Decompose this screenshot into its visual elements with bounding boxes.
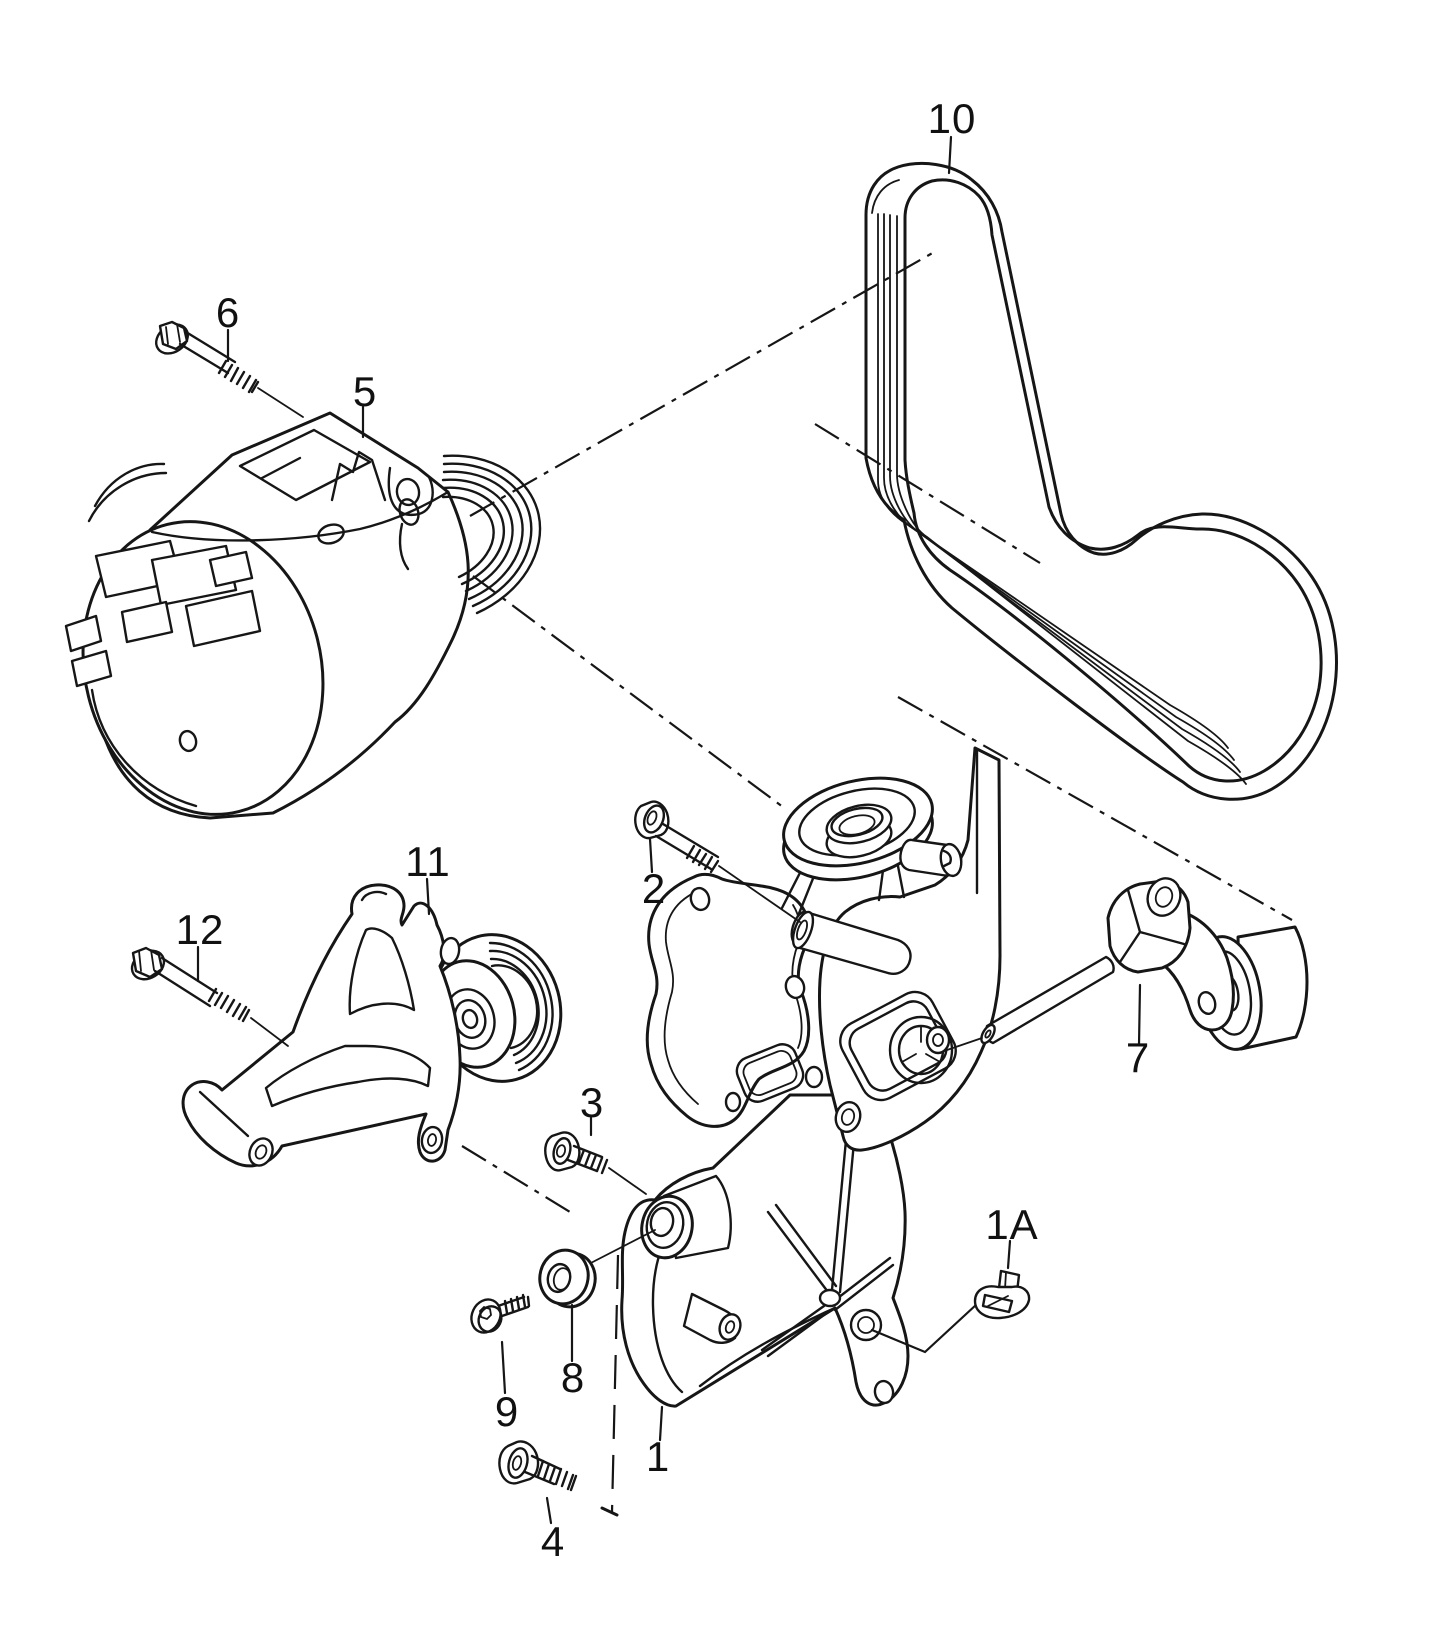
callout-5[interactable]: 5 <box>352 368 378 415</box>
callout-1a[interactable]: 1A <box>985 1201 1039 1248</box>
belt-tensioner <box>946 877 1309 1051</box>
main-bracket <box>584 1093 910 1408</box>
callout-11[interactable]: 11 <box>405 838 451 885</box>
callout-12[interactable]: 12 <box>175 906 225 953</box>
callout-leaders <box>196 135 1142 1525</box>
callout-7[interactable]: 7 <box>1125 1034 1151 1081</box>
pulley-mount-disc <box>780 776 963 918</box>
bolt-3 <box>544 1131 647 1195</box>
callout-3[interactable]: 3 <box>579 1079 605 1126</box>
idler-bracket <box>181 883 563 1168</box>
gasket-plate <box>645 873 824 1128</box>
callout-4[interactable]: 4 <box>540 1518 566 1565</box>
callout-10[interactable]: 10 <box>927 95 977 142</box>
alternator <box>64 411 542 820</box>
bolt-2 <box>634 800 801 923</box>
callout-2[interactable]: 2 <box>641 865 667 912</box>
alignment-lines <box>461 250 1293 1517</box>
callout-9[interactable]: 9 <box>494 1388 520 1435</box>
callout-6[interactable]: 6 <box>215 289 241 336</box>
ribbed-belt <box>864 162 1338 801</box>
callout-1[interactable]: 1 <box>645 1433 671 1480</box>
clip <box>870 1269 1031 1354</box>
bolt-12 <box>130 946 289 1047</box>
bushing <box>538 1248 597 1309</box>
bolt-4 <box>498 1440 578 1492</box>
screw-9 <box>470 1293 531 1334</box>
bolt-6 <box>155 320 304 418</box>
callout-8[interactable]: 8 <box>560 1354 586 1401</box>
